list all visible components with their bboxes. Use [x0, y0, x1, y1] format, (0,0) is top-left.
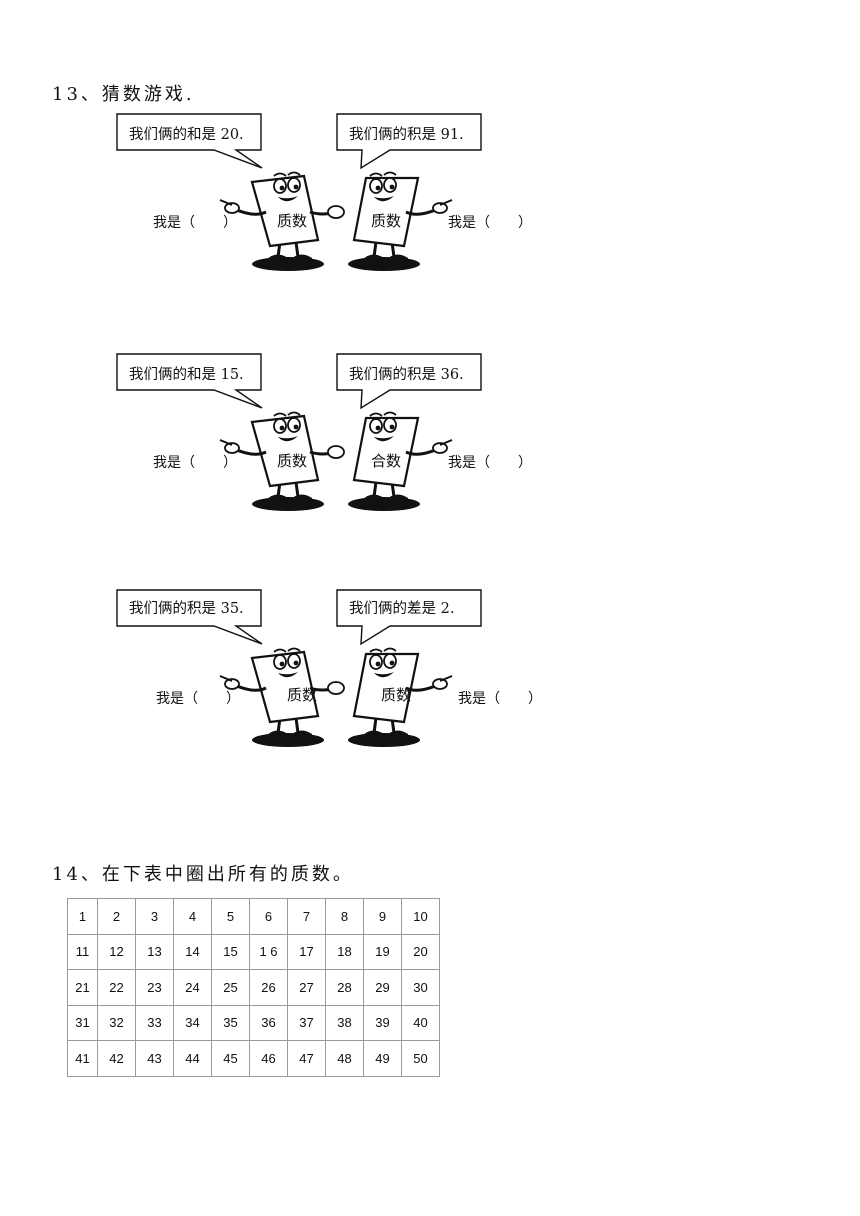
left-card-label: 质数 [277, 212, 308, 230]
number-cell[interactable]: 37 [287, 1004, 326, 1041]
right-card-label: 质数 [381, 686, 412, 704]
number-cell[interactable]: 25 [211, 969, 250, 1006]
number-cell[interactable]: 11 [67, 933, 98, 970]
number-cell[interactable]: 50 [401, 1040, 440, 1077]
number-cell[interactable]: 36 [249, 1004, 288, 1041]
number-cell[interactable]: 29 [363, 969, 402, 1006]
number-cell[interactable]: 32 [97, 1004, 136, 1041]
number-cell[interactable]: 30 [401, 969, 440, 1006]
number-cell[interactable]: 9 [363, 898, 402, 935]
left-speech-bubble-text: 我们俩的和是 20. [129, 127, 244, 143]
number-cell[interactable]: 31 [67, 1004, 98, 1041]
right-answer-blank: 我是（ ） [458, 691, 542, 707]
number-cell[interactable]: 7 [287, 898, 326, 935]
right-speech-bubble [336, 113, 482, 170]
number-cell[interactable]: 17 [287, 933, 326, 970]
right-answer-blank: 我是（ ） [448, 455, 532, 471]
number-cell[interactable]: 19 [363, 933, 402, 970]
right-speech-bubble-text: 我们俩的积是 91. [349, 127, 464, 143]
number-cell[interactable]: 22 [97, 969, 136, 1006]
question-13-title: 13、猜数游戏. [52, 84, 195, 105]
number-cell[interactable]: 15 [211, 933, 250, 970]
number-cell[interactable]: 23 [135, 969, 174, 1006]
right-speech-bubble [336, 353, 482, 410]
number-cell[interactable]: 4 [173, 898, 212, 935]
number-cell[interactable]: 35 [211, 1004, 250, 1041]
left-speech-bubble [116, 589, 263, 645]
number-cell[interactable]: 40 [401, 1004, 440, 1041]
number-cell[interactable]: 20 [401, 933, 440, 970]
left-speech-bubble-text: 我们俩的积是 35. [129, 601, 244, 617]
right-card-character [348, 647, 453, 747]
number-cell[interactable]: 34 [173, 1004, 212, 1041]
cartoon-cards-illustration [116, 589, 482, 747]
number-cell[interactable]: 3 [135, 898, 174, 935]
left-speech-bubble [116, 353, 263, 409]
left-answer-blank: 我是（ ） [153, 455, 237, 471]
number-cell[interactable]: 5 [211, 898, 250, 935]
right-speech-bubble-text: 我们俩的差是 2. [349, 601, 455, 617]
left-speech-bubble [116, 113, 263, 169]
number-cell[interactable]: 48 [325, 1040, 364, 1077]
number-cell[interactable]: 43 [135, 1040, 174, 1077]
number-cell[interactable]: 18 [325, 933, 364, 970]
right-speech-bubble-text: 我们俩的积是 36. [349, 367, 464, 383]
number-cell[interactable]: 47 [287, 1040, 326, 1077]
guess-scene-1: 我们俩的和是 20. 我们俩的积是 91. 质数 质数 我是（ ） 我是（ ） [0, 112, 860, 322]
left-card-character [219, 411, 324, 511]
number-cell[interactable]: 45 [211, 1040, 250, 1077]
number-cell[interactable]: 1 [67, 898, 98, 935]
number-cell[interactable]: 1 6 [249, 933, 288, 970]
number-cell[interactable]: 39 [363, 1004, 402, 1041]
number-cell[interactable]: 2 [97, 898, 136, 935]
left-card-character [219, 171, 324, 271]
cartoon-cards-illustration [116, 353, 482, 511]
number-cell[interactable]: 33 [135, 1004, 174, 1041]
guess-scene-2: 我们俩的和是 15. 我们俩的积是 36. 质数 合数 我是（ ） 我是（ ） [0, 352, 860, 562]
cartoon-cards-illustration [116, 113, 482, 271]
question-14-title: 14、在下表中圈出所有的质数。 [52, 864, 354, 885]
number-cell[interactable]: 27 [287, 969, 326, 1006]
right-speech-bubble [336, 589, 482, 646]
right-card-label: 合数 [371, 452, 402, 470]
number-cell[interactable]: 46 [249, 1040, 288, 1077]
number-cell[interactable]: 28 [325, 969, 364, 1006]
right-card-label: 质数 [371, 212, 402, 230]
left-card-character [219, 647, 324, 747]
number-cell[interactable]: 26 [249, 969, 288, 1006]
left-card-label: 质数 [287, 686, 318, 704]
number-cell[interactable]: 44 [173, 1040, 212, 1077]
right-answer-blank: 我是（ ） [448, 215, 532, 231]
right-card-character [348, 171, 453, 271]
number-cell[interactable]: 14 [173, 933, 212, 970]
number-cell[interactable]: 41 [67, 1040, 98, 1077]
left-answer-blank: 我是（ ） [156, 691, 240, 707]
number-cell[interactable]: 6 [249, 898, 288, 935]
number-cell[interactable]: 42 [97, 1040, 136, 1077]
number-cell[interactable]: 38 [325, 1004, 364, 1041]
number-cell[interactable]: 13 [135, 933, 174, 970]
number-cell[interactable]: 8 [325, 898, 364, 935]
number-cell[interactable]: 24 [173, 969, 212, 1006]
right-card-character [348, 411, 453, 511]
number-cell[interactable]: 12 [97, 933, 136, 970]
number-cell[interactable]: 49 [363, 1040, 402, 1077]
left-answer-blank: 我是（ ） [153, 215, 237, 231]
number-cell[interactable]: 10 [401, 898, 440, 935]
guess-scene-3: 我们俩的积是 35. 我们俩的差是 2. 质数 质数 我是（ ） 我是（ ） [0, 588, 860, 798]
left-card-label: 质数 [277, 452, 308, 470]
left-speech-bubble-text: 我们俩的和是 15. [129, 367, 244, 383]
number-cell[interactable]: 21 [67, 969, 98, 1006]
